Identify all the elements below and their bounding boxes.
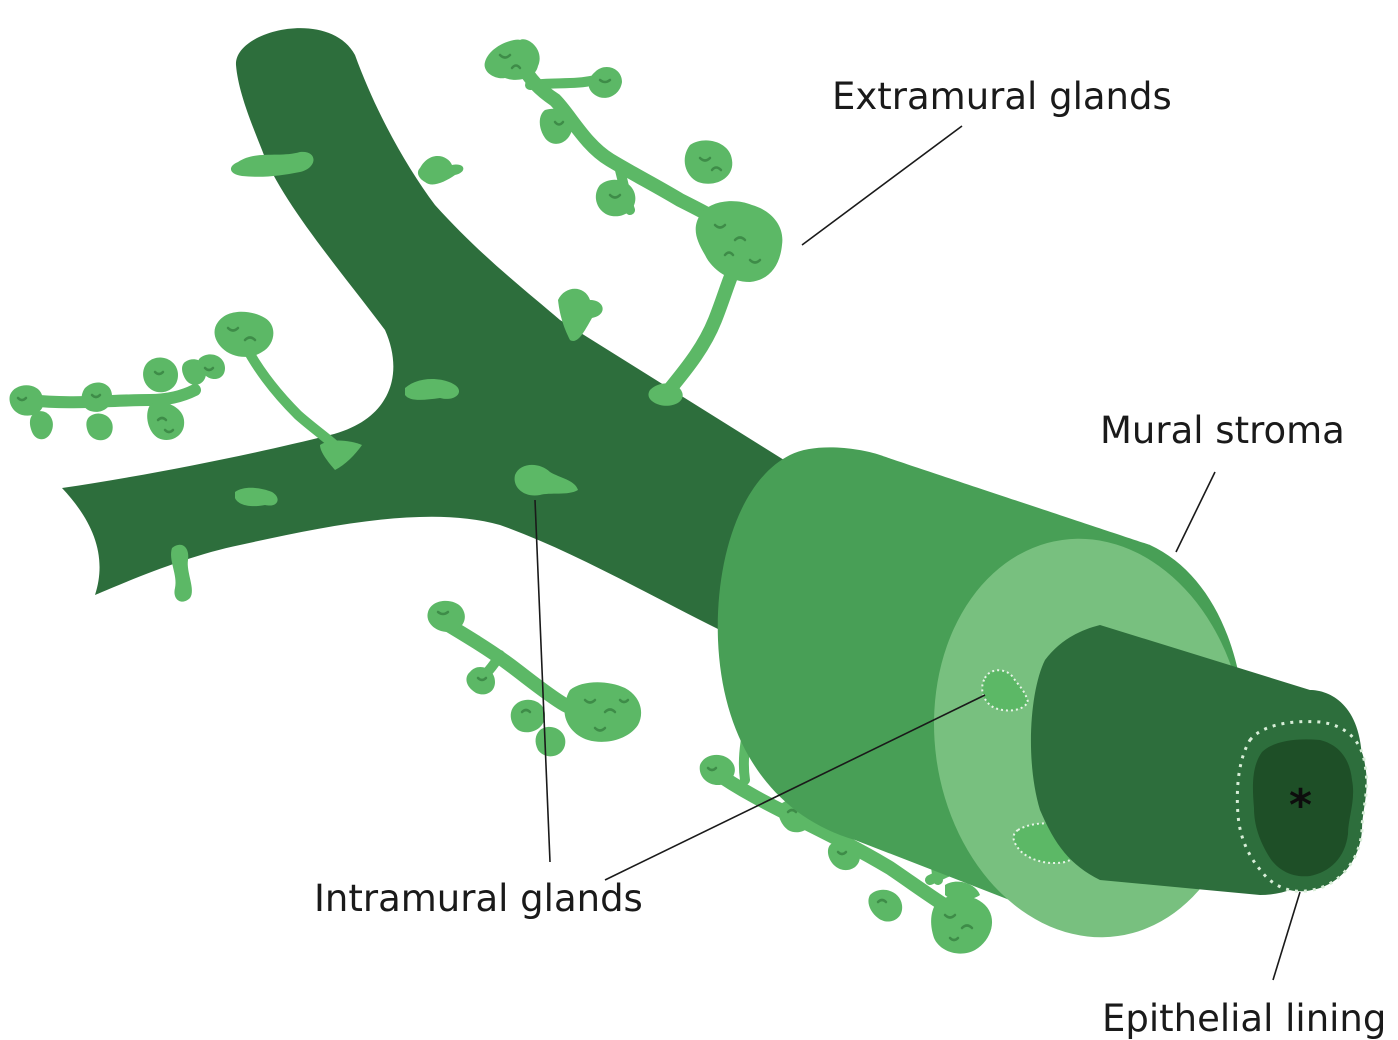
duct-cross-section: [718, 447, 1367, 957]
leader-epithelial: [1273, 892, 1300, 980]
gland-lobule: [485, 39, 540, 80]
gland-stalk: [530, 80, 595, 85]
lumen-marker: *: [1289, 784, 1312, 828]
gland-lobule: [868, 890, 902, 922]
gland-lobule: [685, 140, 733, 183]
gland-lobule: [215, 312, 274, 357]
gland-lobule: [931, 895, 992, 953]
gland-lobule: [564, 682, 641, 742]
label-epithelial-lining: Epithelial lining: [1102, 1000, 1386, 1037]
gland-lobule: [536, 727, 566, 756]
label-extramural-glands: Extramural glands: [832, 78, 1172, 115]
gland-lobule: [10, 385, 44, 415]
gland-lobule: [696, 201, 783, 282]
gland-lobule: [511, 700, 545, 733]
leader-mural: [1176, 472, 1215, 552]
gland-lobule: [86, 414, 112, 441]
label-intramural-glands: Intramural glands: [314, 880, 643, 917]
gland-stalk: [30, 390, 195, 402]
surface-gland: [418, 156, 463, 184]
gland-lobule: [427, 601, 464, 632]
label-mural-stroma: Mural stroma: [1100, 412, 1345, 449]
gland-lobule: [700, 755, 735, 785]
gland-stalk: [245, 345, 340, 450]
leader-extramural: [802, 126, 962, 245]
extramural-gland-lower: [427, 601, 641, 756]
gland-lobule: [30, 411, 53, 439]
